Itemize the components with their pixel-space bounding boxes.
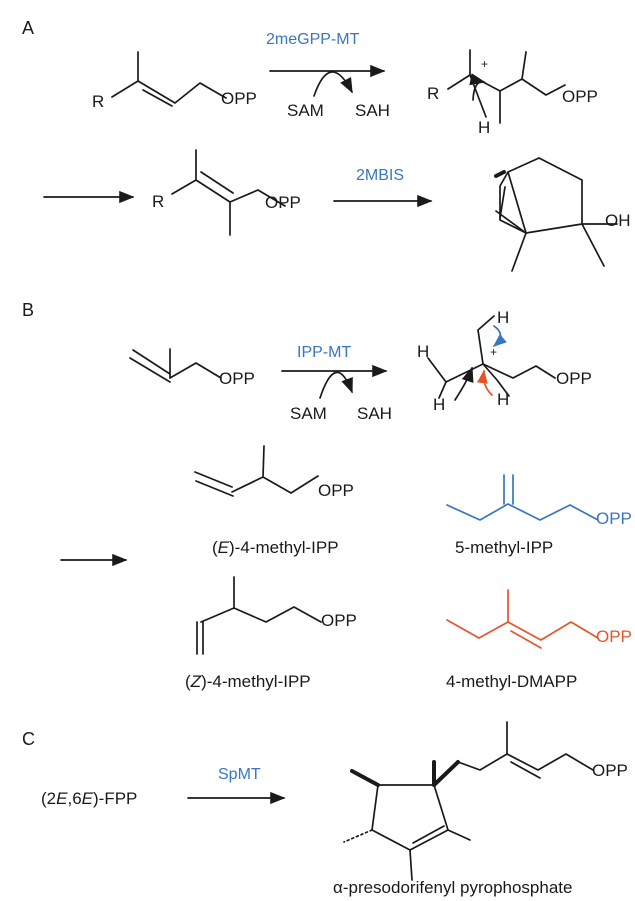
svg-text:+: +	[490, 345, 497, 359]
b-product-e-label: (E)-4-methyl-IPP	[212, 538, 339, 557]
enzyme-ipp-mt: IPP-MT	[297, 344, 351, 361]
svg-text:H: H	[433, 395, 445, 414]
svg-text:OPP: OPP	[596, 627, 632, 646]
svg-text:OPP: OPP	[556, 369, 592, 388]
enzyme-spmt: SpMT	[218, 766, 261, 783]
b-product-e-structure: OPP	[194, 445, 354, 500]
svg-text:R: R	[152, 192, 164, 211]
b-product-5methyl-structure: OPP	[446, 474, 632, 528]
a-arrow-3: 2MBIS	[333, 167, 433, 208]
svg-text:H: H	[478, 118, 490, 137]
section-label-a: A	[22, 18, 34, 38]
svg-text:+: +	[481, 57, 488, 71]
b-product-5methyl-label: 5-methyl-IPP	[455, 538, 553, 557]
svg-text:OPP: OPP	[592, 761, 628, 780]
svg-text:OPP: OPP	[265, 193, 301, 212]
svg-text:H: H	[497, 308, 509, 327]
svg-text:OPP: OPP	[562, 87, 598, 106]
svg-text:SAH: SAH	[357, 404, 392, 423]
b-arrow-1: IPP-MT SAM SAH	[281, 344, 392, 423]
svg-text:R: R	[427, 84, 439, 103]
svg-text:SAM: SAM	[287, 101, 324, 120]
b-product-dmapp-structure: OPP	[446, 589, 632, 649]
enzyme-2mbis: 2MBIS	[356, 167, 404, 184]
svg-text:OPP: OPP	[321, 611, 357, 630]
section-label-c: C	[22, 729, 35, 749]
svg-text:OH: OH	[605, 211, 631, 230]
c-product-label: α-presodorifenyl pyrophosphate	[333, 878, 572, 897]
svg-text:SAH: SAH	[355, 101, 390, 120]
c-cyclopentene-product: OPP	[343, 721, 628, 881]
c-arrow: SpMT	[187, 766, 286, 805]
svg-text:OPP: OPP	[221, 89, 257, 108]
svg-text:H: H	[417, 342, 429, 361]
a-intermediate-structure: + R H OPP	[427, 49, 598, 137]
section-label-b: B	[22, 300, 34, 320]
a-alkene-structure: R OPP	[152, 149, 301, 236]
svg-text:H: H	[497, 390, 509, 409]
svg-text:R: R	[92, 92, 104, 111]
c-fpp-label: (2E,6E)-FPP	[41, 789, 137, 808]
b-ipp-structure: OPP	[129, 348, 255, 388]
b-product-z-structure: OPP	[196, 576, 357, 655]
svg-text:SAM: SAM	[290, 404, 327, 423]
svg-text:OPP: OPP	[219, 369, 255, 388]
svg-text:OPP: OPP	[596, 509, 632, 528]
svg-text:OPP: OPP	[318, 481, 354, 500]
b-intermediate-structure: + H H H H OPP	[417, 308, 592, 414]
a-bicyclic-product: OH	[494, 157, 631, 272]
a-reactant-structure: R OPP	[92, 51, 257, 111]
a-arrow-1: 2meGPP-MT SAM SAH	[266, 31, 390, 120]
b-product-dmapp-label: 4-methyl-DMAPP	[446, 672, 577, 691]
b-product-z-label: (Z)-4-methyl-IPP	[185, 672, 311, 691]
enzyme-2megpp-mt: 2meGPP-MT	[266, 31, 360, 48]
